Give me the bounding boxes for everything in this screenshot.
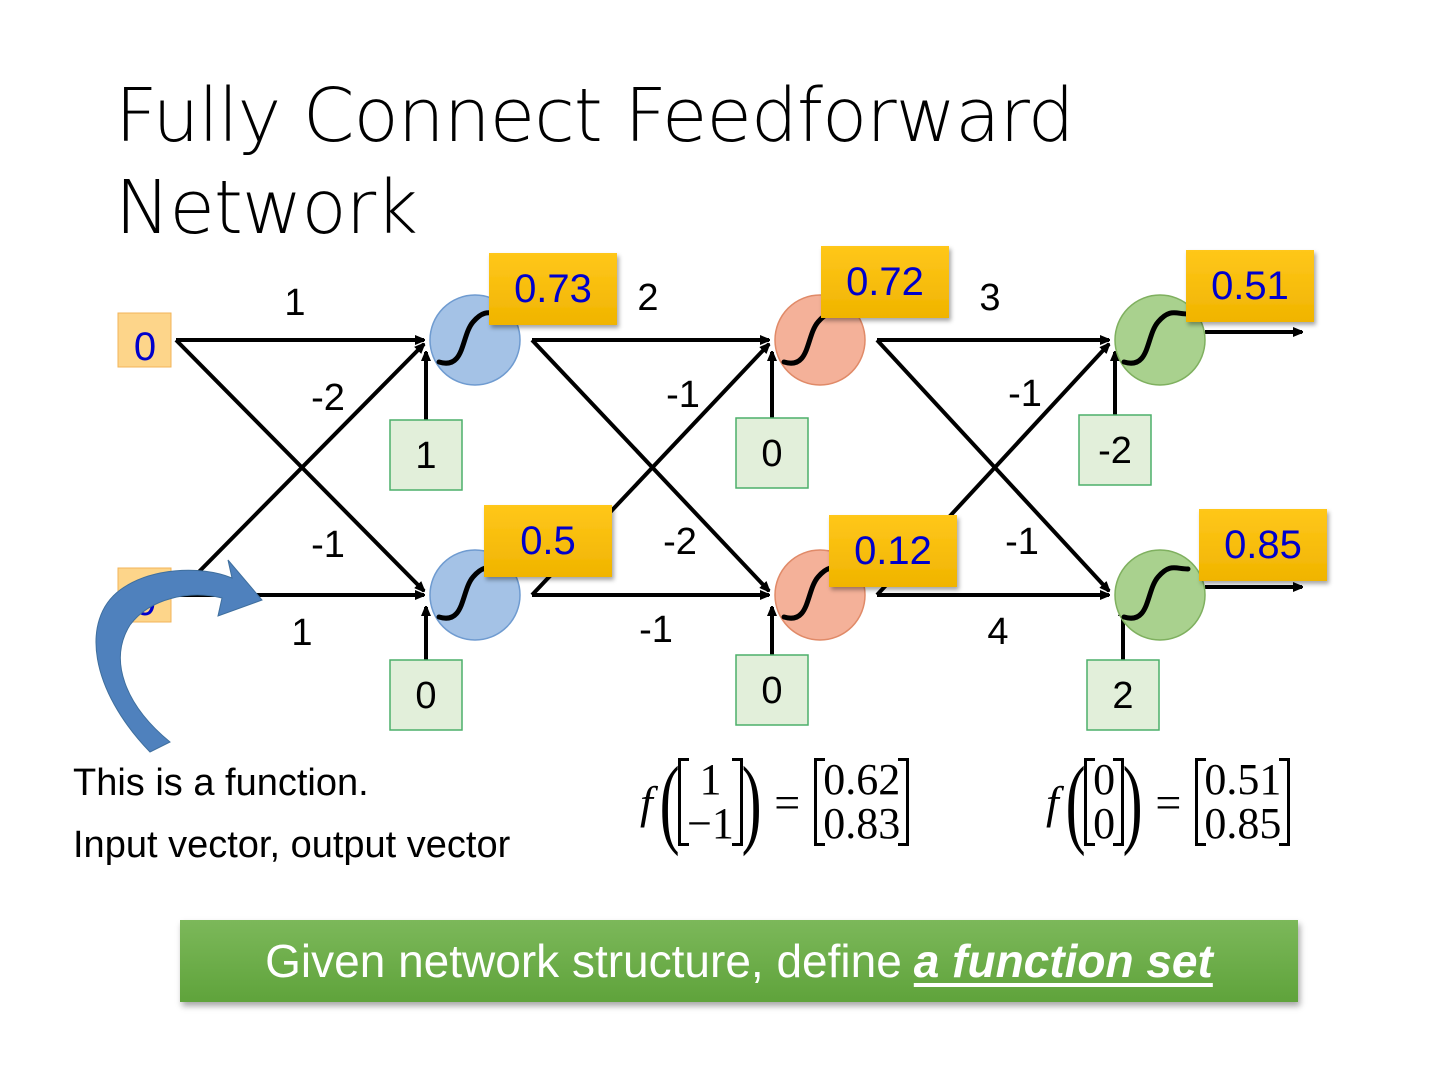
banner-emphasis: a function set <box>913 935 1213 987</box>
weight-label: -1 <box>666 374 700 416</box>
activation-box <box>829 515 957 587</box>
right-paren: ) <box>1122 746 1143 857</box>
activation-value: 0.51 <box>1211 264 1289 308</box>
left-paren: ( <box>659 746 680 857</box>
weight-label: -1 <box>639 609 673 651</box>
bias-box <box>735 417 809 489</box>
bias-value: 0 <box>415 675 436 717</box>
title-line-2: Network <box>115 165 418 251</box>
output-vector-entry: 0.83 <box>823 799 901 848</box>
weight-label: -2 <box>311 377 345 419</box>
function-symbol: f <box>1046 776 1059 828</box>
weight-label: 2 <box>637 277 658 319</box>
output-vector-entry: 0.51 <box>1204 755 1282 804</box>
weight-label: -2 <box>663 521 697 563</box>
bias-value: 0 <box>761 433 782 475</box>
equals-sign: = <box>774 776 801 828</box>
input-vector: 0 0 <box>1084 755 1125 848</box>
output-vector-entry: 0.85 <box>1204 799 1282 848</box>
banner-text: Given network structure, define <box>265 935 902 987</box>
input-vector-entry: 1 <box>699 755 722 804</box>
curved-arrow-icon <box>95 559 263 753</box>
weight-edge <box>174 344 424 597</box>
activation-value: 0.85 <box>1224 523 1302 567</box>
weight-edge <box>174 338 424 591</box>
input-vector-entry: −1 <box>687 799 734 848</box>
bias-value: 2 <box>1112 675 1133 717</box>
equals-sign: = <box>1155 776 1182 828</box>
summary-banner: Given network structure, define a functi… <box>180 920 1298 1002</box>
activation-value: 0.5 <box>520 519 576 563</box>
slide-title: Fully Connect Feedforward Network <box>115 70 1315 254</box>
right-paren: ) <box>741 746 762 857</box>
weight-label: 1 <box>291 612 312 654</box>
bias-box <box>1078 414 1152 486</box>
weight-edge <box>530 338 769 591</box>
bias-box <box>389 659 463 731</box>
activation-box <box>489 253 617 325</box>
function-symbol: f <box>640 776 653 828</box>
description-line-1: This is a function. <box>73 762 369 804</box>
neuron <box>1114 549 1206 641</box>
activation-value: 0.73 <box>514 267 592 311</box>
bias-box <box>1086 659 1160 731</box>
edges-layer <box>174 332 1302 660</box>
title-line-1: Fully Connect Feedforward <box>115 73 1075 159</box>
activation-value: 0.12 <box>854 529 932 573</box>
input-value: 0 <box>134 325 156 369</box>
function-description: This is a function. Input vector, output… <box>73 752 510 876</box>
weight-label: 4 <box>987 611 1008 653</box>
input-box <box>117 312 172 368</box>
activation-value: 0.72 <box>846 260 924 304</box>
output-vector-entry: 0.62 <box>823 755 901 804</box>
output-vector: 0.62 0.83 <box>814 755 910 848</box>
weight-label: -1 <box>311 524 345 566</box>
weight-label: -1 <box>1008 373 1042 415</box>
input-vector-entry: 0 <box>1093 755 1116 804</box>
sigmoid-icon <box>1121 310 1191 366</box>
sigmoid-icon <box>1121 565 1191 621</box>
nodes-layer: 001000-22 <box>117 294 1206 731</box>
weight-edge <box>875 338 1109 591</box>
bias-value: 0 <box>761 670 782 712</box>
labels-layer: 1 -2 -1 1 0.73 0.5 2 -1 -2 -1 0.72 0.12 3 -1 -1 4 0.51 0.… <box>95 246 1327 753</box>
weight-label: -1 <box>1005 521 1039 563</box>
description-line-2: Input vector, output vector <box>73 824 511 866</box>
activation-box <box>1186 250 1314 322</box>
left-paren: ( <box>1065 746 1086 857</box>
weight-label: 3 <box>979 277 1000 319</box>
bias-value: -2 <box>1098 430 1132 472</box>
bias-box <box>735 654 809 726</box>
bias-box <box>389 419 463 491</box>
input-vector-entry: 0 <box>1093 799 1116 848</box>
activation-box <box>484 505 612 577</box>
output-vector: 0.51 0.85 <box>1195 755 1291 848</box>
activation-box <box>821 246 949 318</box>
equation-1: f ( 1 −1 ) = 0.62 0.83 <box>640 746 910 857</box>
equation-2: f ( 0 0 ) = 0.51 0.85 <box>1046 746 1291 857</box>
activation-box <box>1199 509 1327 581</box>
weight-label: 1 <box>284 282 305 324</box>
bias-value: 1 <box>415 435 436 477</box>
input-vector: 1 −1 <box>678 758 743 846</box>
